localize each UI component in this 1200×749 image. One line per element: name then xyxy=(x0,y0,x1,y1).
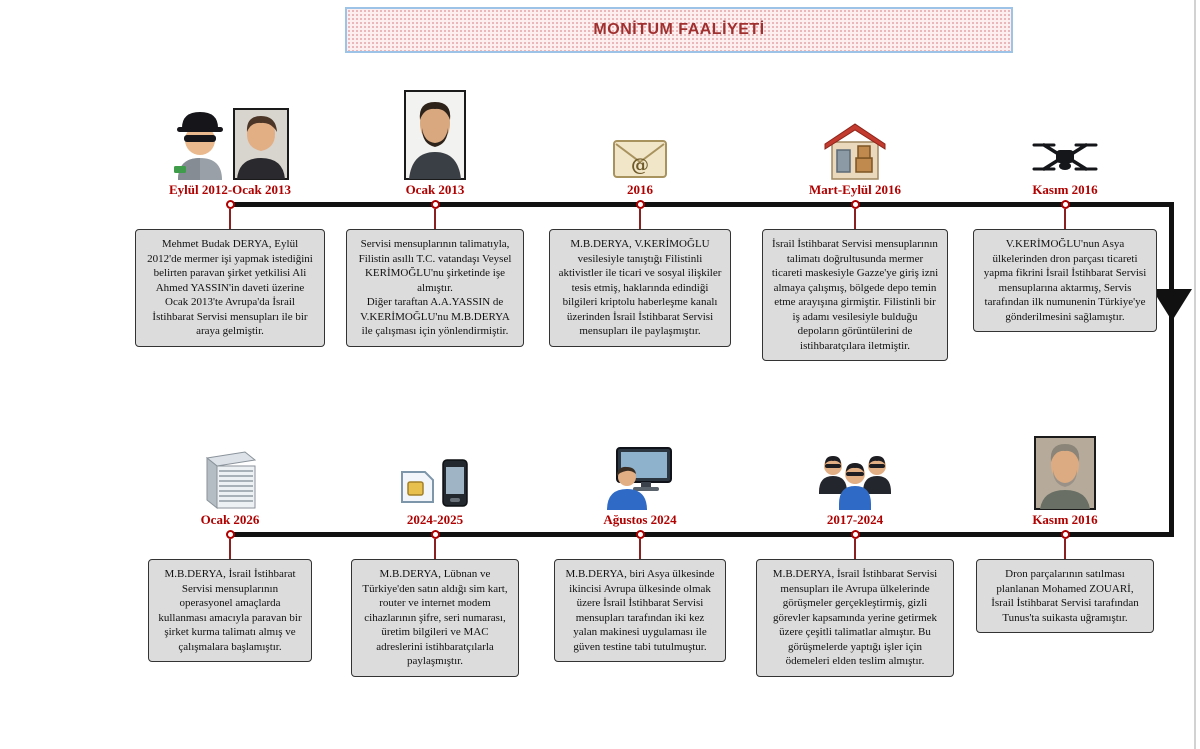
event-date: Ocak 2013 xyxy=(405,182,465,197)
connector-line xyxy=(639,209,641,229)
page-edge-line xyxy=(1194,0,1196,749)
timeline-event: Ocak 2013 Servisi mensuplarının talimatı… xyxy=(330,70,540,347)
timeline-event: Kasım 2016 Dron parçalarının satılması p… xyxy=(960,405,1170,634)
event-icons xyxy=(817,405,893,510)
event-description-box: V.KERİMOĞLU'nun Asya ülkelerinden dron p… xyxy=(973,229,1157,333)
event-description-box: M.B.DERYA, Lübnan ve Türkiye'den satın a… xyxy=(351,559,519,677)
event-icons: @ xyxy=(613,70,667,180)
event-icons xyxy=(197,405,263,510)
event-date: Eylül 2012-Ocak 2013 xyxy=(168,182,292,197)
event-description-box: Servisi mensuplarının talimatıyla, Filis… xyxy=(346,229,524,347)
connector-line xyxy=(854,209,856,229)
timeline-node-dot xyxy=(225,200,235,209)
event-date: Mart-Eylül 2016 xyxy=(808,182,902,197)
timeline-node-dot xyxy=(1060,200,1070,209)
warehouse-icon xyxy=(824,122,886,180)
event-description-box: İsrail İstihbarat Servisi mensuplarının … xyxy=(762,229,948,362)
event-description-box: M.B.DERYA, İsrail İstihbarat Servisi men… xyxy=(148,559,312,663)
drone-icon xyxy=(1032,134,1098,180)
event-icons xyxy=(605,405,675,510)
event-date: 2017-2024 xyxy=(826,512,884,527)
portrait-photo xyxy=(1034,436,1096,510)
timeline-line-bottom xyxy=(228,532,1174,537)
agents-group-icon xyxy=(817,452,893,510)
event-date: Ocak 2026 xyxy=(200,512,260,527)
timeline-event: 2017-2024 M.B.DERYA, İsrail İstihbarat S… xyxy=(750,405,960,677)
event-description-box: Mehmet Budak DERYA, Eylül 2012'de mermer… xyxy=(135,229,325,347)
page-title: MONİTUM FAALİYETİ xyxy=(593,21,765,38)
event-date: 2024-2025 xyxy=(406,512,464,527)
event-icons xyxy=(824,70,886,180)
sim-card-phone-icon xyxy=(399,456,471,510)
timeline-node-dot xyxy=(430,200,440,209)
timeline-event: Ocak 2026 M.B.DERYA, İsrail İstihbarat S… xyxy=(125,405,335,663)
event-icons xyxy=(172,70,289,180)
title-banner: MONİTUM FAALİYETİ xyxy=(345,7,1013,53)
timeline-node-dot xyxy=(635,200,645,209)
event-icons xyxy=(399,405,471,510)
server-stack-icon xyxy=(197,448,263,510)
timeline-line-top xyxy=(228,202,1174,207)
timeline-node-dot xyxy=(430,530,440,539)
event-description-box: M.B.DERYA, V.KERİMOĞLU vesilesiyle tanış… xyxy=(549,229,731,347)
connector-line xyxy=(229,539,231,559)
event-icons xyxy=(1034,405,1096,510)
connector-line xyxy=(1064,539,1066,559)
event-icons xyxy=(1032,70,1098,180)
connector-line xyxy=(639,539,641,559)
connector-line xyxy=(434,209,436,229)
timeline-node-dot xyxy=(1060,530,1070,539)
timeline-event: Ağustos 2024 M.B.DERYA, biri Asya ülkesi… xyxy=(535,405,745,663)
timeline-event: Eylül 2012-Ocak 2013 Mehmet Budak DERYA,… xyxy=(125,70,335,347)
timeline-event: 2024-2025 M.B.DERYA, Lübnan ve Türkiye'd… xyxy=(330,405,540,677)
timeline-node-dot xyxy=(225,530,235,539)
event-date: 2016 xyxy=(627,182,653,197)
connector-line xyxy=(1064,209,1066,229)
portrait-photo xyxy=(404,90,466,180)
flow-arrow-down-icon xyxy=(1152,289,1192,321)
timeline-line-right xyxy=(1169,202,1174,537)
connector-line xyxy=(434,539,436,559)
event-description-box: Dron parçalarının satılması planlanan Mo… xyxy=(976,559,1154,634)
connector-line xyxy=(854,539,856,559)
event-description-box: M.B.DERYA, İsrail İstihbarat Servisi men… xyxy=(756,559,954,677)
computer-user-icon xyxy=(605,446,675,510)
timeline-event: Mart-Eylül 2016 İsrail İstihbarat Servis… xyxy=(750,70,960,362)
portrait-photo xyxy=(232,108,289,180)
timeline-event: Kasım 2016 V.KERİMOĞLU'nun Asya ülkeleri… xyxy=(960,70,1170,333)
timeline-node-dot xyxy=(850,530,860,539)
event-date: Ağustos 2024 xyxy=(603,512,677,527)
spy-icon xyxy=(172,104,228,180)
event-date: Kasım 2016 xyxy=(1032,182,1098,197)
timeline-node-dot xyxy=(635,530,645,539)
event-date: Kasım 2016 xyxy=(1032,512,1098,527)
timeline-node-dot xyxy=(850,200,860,209)
envelope-icon: @ xyxy=(613,138,667,180)
timeline-event: @ 2016 M.B.DERYA, V.KERİMOĞLU vesilesiyl… xyxy=(535,70,745,347)
connector-line xyxy=(229,209,231,229)
svg-text:@: @ xyxy=(631,155,649,176)
event-description-box: M.B.DERYA, biri Asya ülkesinde ikincisi … xyxy=(554,559,726,663)
event-icons xyxy=(404,70,466,180)
